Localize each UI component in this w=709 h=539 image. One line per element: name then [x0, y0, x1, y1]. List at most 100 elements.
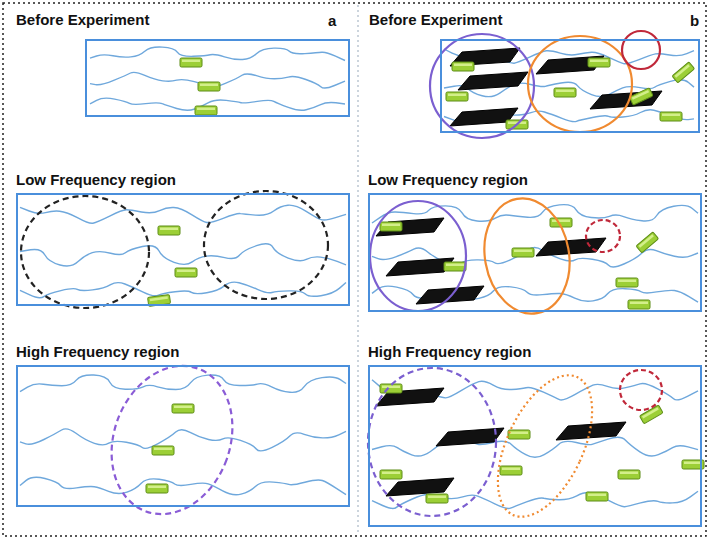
panel-box: Low Frequency region [368, 193, 702, 312]
green-block-shine [514, 250, 532, 253]
green-block-shine [552, 220, 570, 223]
green-block-shine [638, 234, 653, 247]
green-block-body [660, 112, 682, 121]
green-block-shine [632, 90, 649, 100]
filler-sheet [556, 422, 626, 440]
dashed-circle [204, 191, 328, 299]
green-block [618, 470, 640, 479]
green-block [198, 82, 220, 91]
filler-sheet [458, 72, 528, 90]
green-block-shine [618, 280, 636, 283]
green-block-shine [160, 228, 178, 231]
divider [358, 5, 359, 534]
green-block [446, 92, 468, 101]
dashed-circle [620, 370, 662, 410]
dashed-circle [21, 196, 149, 308]
green-block-body [500, 466, 522, 475]
ellipse [370, 201, 466, 311]
polymer-chain [20, 477, 346, 494]
green-block-shine [590, 60, 608, 63]
green-block-body [629, 88, 653, 105]
polymer-chain [90, 47, 345, 60]
green-block-shine [197, 108, 215, 111]
green-block-shine [382, 224, 400, 227]
green-block [660, 112, 682, 121]
panel-heading: Low Frequency region [368, 171, 528, 188]
green-block-body [158, 226, 180, 235]
green-block-shine [662, 114, 680, 117]
green-block-shine [674, 64, 689, 77]
green-block-body [380, 222, 402, 231]
green-block-body [554, 88, 576, 97]
polymer-chain [372, 437, 698, 457]
green-block-body [508, 430, 530, 439]
green-block [380, 384, 402, 393]
filler-sheet [436, 428, 504, 446]
panel-box: High Frequency region [368, 365, 702, 527]
green-block [380, 222, 402, 231]
panel-letter: b [690, 12, 699, 29]
green-block [586, 492, 608, 501]
ellipse [622, 31, 660, 69]
green-block [146, 484, 168, 493]
green-block [616, 278, 638, 287]
green-block [380, 470, 402, 479]
green-block-body [616, 278, 638, 287]
green-block-body [636, 232, 659, 253]
panel-heading: Low Frequency region [16, 171, 176, 188]
green-block [195, 106, 217, 115]
panel-box: Before Experiment [85, 39, 350, 117]
green-block-body [172, 404, 194, 413]
green-block [508, 430, 530, 439]
green-block-shine [448, 94, 466, 97]
panel-heading: Before Experiment [369, 11, 502, 28]
green-block-body [380, 384, 402, 393]
green-block-body [672, 62, 695, 83]
green-block-shine [502, 468, 520, 471]
green-block-shine [556, 90, 574, 93]
green-block-shine [174, 406, 192, 409]
green-block [636, 232, 659, 253]
green-block [175, 268, 197, 277]
green-block-body [426, 494, 448, 503]
polymer-chain [20, 375, 346, 392]
green-block [672, 62, 695, 83]
filler-sheet [416, 286, 484, 304]
ellipse [528, 36, 632, 132]
dotted-ellipse [478, 361, 611, 531]
green-block-body [380, 470, 402, 479]
green-block [628, 300, 650, 309]
green-block-body [444, 262, 466, 271]
green-block-body [446, 92, 468, 101]
green-block-body [198, 82, 220, 91]
green-block [180, 58, 202, 67]
green-block-body [146, 484, 168, 493]
polymer-chain [20, 205, 346, 223]
green-block-shine [684, 462, 702, 465]
green-block [172, 404, 194, 413]
green-block-shine [454, 64, 472, 67]
green-block-shine [200, 84, 218, 87]
panel-box: High Frequency region [16, 365, 350, 507]
panel-heading: Before Experiment [16, 11, 149, 28]
green-block [444, 262, 466, 271]
green-block-shine [382, 472, 400, 475]
green-block [629, 88, 653, 105]
green-block [639, 405, 663, 424]
dashed-circle [586, 220, 620, 252]
green-block-body [618, 470, 640, 479]
green-block-shine [148, 486, 166, 489]
panel-heading: High Frequency region [368, 343, 531, 360]
green-block [426, 494, 448, 503]
green-block-body [588, 58, 610, 67]
green-block-body [175, 268, 197, 277]
green-block [152, 446, 174, 455]
polymer-chain [20, 282, 346, 298]
polymer-chain [20, 429, 346, 451]
green-block-body [195, 106, 217, 115]
green-block-body [512, 248, 534, 257]
green-block-shine [510, 432, 528, 435]
ellipse [430, 34, 534, 138]
green-block-shine [182, 60, 200, 63]
green-block [500, 466, 522, 475]
